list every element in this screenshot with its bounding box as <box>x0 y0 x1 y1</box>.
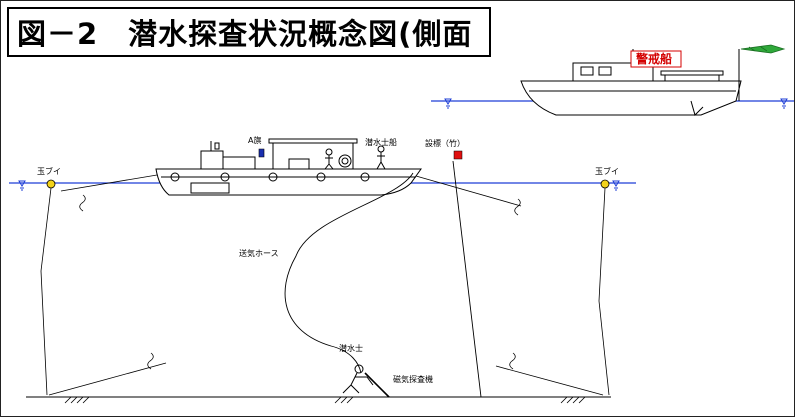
diver-boat <box>155 138 422 196</box>
a-flag-label: A旗 <box>248 136 262 145</box>
buoy-left-label: 玉ブイ <box>37 167 61 176</box>
buoy-icon <box>46 179 56 189</box>
guard-boat-label: 警戒船 <box>636 52 673 66</box>
diver-label: 潜水士 <box>339 344 363 353</box>
air-hose <box>284 172 414 374</box>
air-hose-label: 送気ホース <box>239 249 279 258</box>
seabed-hatching <box>64 396 586 404</box>
left-anchor-rope <box>48 362 167 396</box>
buoy-icon <box>600 179 610 189</box>
left-boat-rope <box>60 172 170 192</box>
water-level-icon <box>18 98 788 191</box>
title-box: 図－2 潜水探査状況概念図(側面 <box>7 7 491 57</box>
marker-pole <box>452 160 482 398</box>
diagram-title: 図－2 潜水探査状況概念図(側面 <box>17 17 473 51</box>
buoy-right-label: 玉ブイ <box>595 167 619 176</box>
marker-pole-label: 設標（竹） <box>425 139 465 148</box>
left-break-mark-low <box>147 352 154 370</box>
diver-figure <box>342 364 390 398</box>
guard-boat <box>520 49 742 116</box>
marker-flag-icon <box>453 150 463 160</box>
magnetic-detector-label: 磁気探査機 <box>393 375 433 384</box>
diver-boat-label: 潜水士船 <box>365 138 397 147</box>
streamer-icon <box>740 44 786 54</box>
left-break-mark-high <box>79 194 86 212</box>
right-break-mark-high <box>514 198 521 216</box>
magnetic-detector-rod <box>364 372 390 398</box>
right-anchor-rope <box>495 365 604 396</box>
a-flag-icon <box>258 148 265 158</box>
right-break-mark-low <box>509 352 516 370</box>
left-buoy-rope <box>40 187 52 396</box>
right-buoy-rope <box>598 187 610 396</box>
right-boat-rope <box>415 175 522 207</box>
